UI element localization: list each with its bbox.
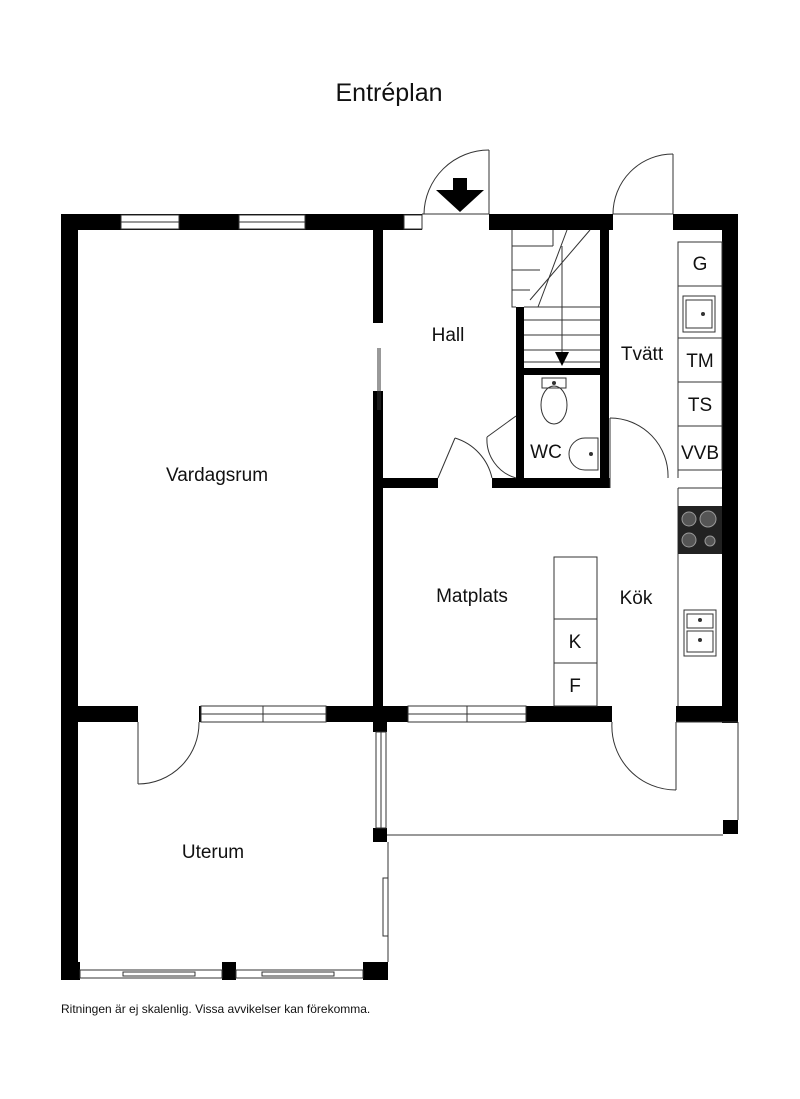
kitchen-column [677,487,722,706]
room-label-uterum: Uterum [182,842,244,863]
appliance-label-g: G [693,254,708,275]
staircase [511,229,600,366]
entrance-arrow-icon [436,178,484,212]
kitchen-island [553,556,598,707]
room-label-kok: Kök [620,588,653,609]
doors [137,149,739,962]
appliance-label-tm: TM [686,351,713,372]
room-label-hall: Hall [432,325,465,346]
appliance-label-vvb: VVB [681,443,719,464]
room-label-vardagsrum: Vardagsrum [166,465,268,486]
laundry-column [677,241,723,478]
room-label-matplats: Matplats [436,586,508,607]
wc-sink-icon [568,437,599,471]
room-label-wc: WC [530,442,562,463]
plan-title: Entréplan [335,79,442,107]
disclaimer-note: Ritningen är ej skalenlig. Vissa avvikel… [61,1002,371,1016]
toilet-icon [540,377,568,425]
appliance-label-ts: TS [688,395,712,416]
room-label-tvatt: Tvätt [621,344,664,365]
windows [79,214,527,979]
appliance-label-k: K [569,632,582,653]
appliance-label-f: F [569,676,581,697]
